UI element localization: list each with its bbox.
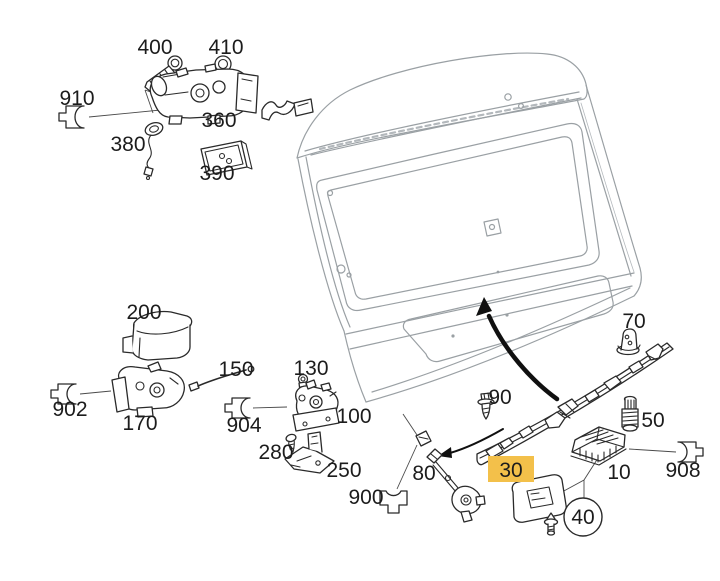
label-904: 904 <box>226 414 261 437</box>
label-902: 902 <box>52 398 87 421</box>
part-hinge-bracket <box>261 98 314 121</box>
part-70-clip <box>616 328 641 356</box>
label-200: 200 <box>126 301 161 324</box>
connector-symbol-900 <box>379 490 408 514</box>
connector-symbol-902 <box>50 383 77 405</box>
label-100: 100 <box>336 405 371 428</box>
part-390-module <box>200 140 253 176</box>
label-50: 50 <box>641 409 664 432</box>
part-380-sensor <box>143 122 164 181</box>
part-50-screw <box>621 395 639 432</box>
part-80-lock-cylinder <box>426 448 486 523</box>
assembly-direction-arrow <box>476 297 560 402</box>
part-40-gasket-grommet <box>511 474 603 537</box>
part-link-fitting <box>415 430 432 447</box>
label-30: 30 <box>499 459 522 482</box>
label-250: 250 <box>326 459 361 482</box>
connector-symbol-908 <box>677 441 704 463</box>
label-40: 40 <box>571 506 594 529</box>
label-150: 150 <box>218 358 253 381</box>
label-908: 908 <box>665 459 700 482</box>
connector-symbol-910 <box>58 105 85 129</box>
part-360-lock-actuator <box>149 63 259 125</box>
label-900: 900 <box>348 486 383 509</box>
label-360: 360 <box>201 109 236 132</box>
part-280-screw <box>285 433 297 453</box>
part-200-box <box>122 310 193 361</box>
part-90-rivet <box>477 392 495 420</box>
part-250-bracket <box>284 431 335 474</box>
part-100-lock <box>292 379 340 432</box>
part-labels: 400 410 910 360 380 390 200 170 902 150 … <box>52 36 700 529</box>
part-40-circle-badge <box>563 497 603 537</box>
connector-symbol-904 <box>224 397 251 419</box>
tailgate-body <box>296 52 642 403</box>
label-90: 90 <box>488 386 511 409</box>
label-80: 80 <box>412 462 435 485</box>
part-150-cable <box>188 365 255 392</box>
label-390: 390 <box>199 162 234 185</box>
label-30-highlight <box>488 456 534 482</box>
label-380: 380 <box>110 133 145 156</box>
label-70: 70 <box>622 310 645 333</box>
label-10: 10 <box>607 461 630 484</box>
part-10-handle-unit <box>570 426 627 466</box>
label-410: 410 <box>208 36 243 59</box>
label-170: 170 <box>122 412 157 435</box>
label-130: 130 <box>293 357 328 380</box>
label-910: 910 <box>59 87 94 110</box>
label-400: 400 <box>137 36 172 59</box>
label-280: 280 <box>258 441 293 464</box>
part-170-latch <box>111 361 185 418</box>
part-30-trim-strip <box>476 342 674 466</box>
